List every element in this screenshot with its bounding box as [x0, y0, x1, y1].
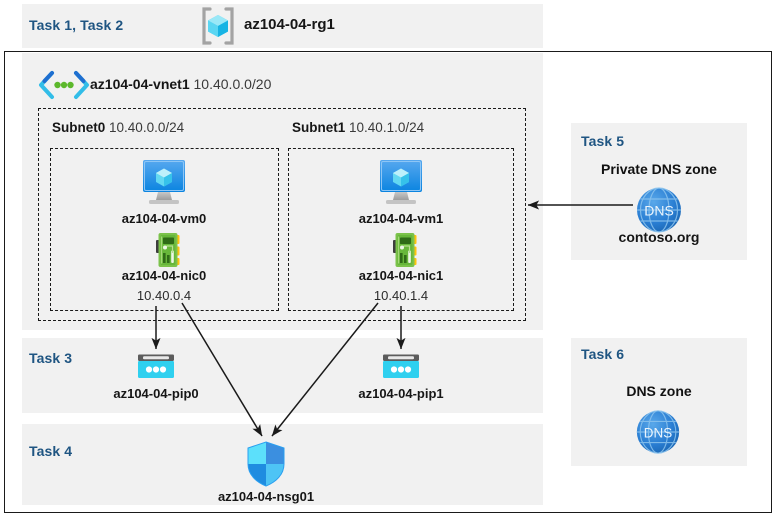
dns-zone-icon: DNS	[633, 407, 683, 457]
subnet1-title: Subnet1 10.40.1.0/24	[292, 120, 424, 135]
pip1-label: az104-04-pip1	[358, 386, 444, 401]
subnet1-name: Subnet1	[292, 120, 346, 135]
dns-zone-heading: DNS zone	[626, 383, 692, 399]
nic1-label: az104-04-nic1	[358, 268, 444, 283]
nic0-ip: 10.40.0.4	[136, 288, 192, 303]
vm0-label: az104-04-vm0	[121, 211, 207, 226]
diagram-outer-frame	[4, 51, 772, 513]
task-label-5: Task 5	[581, 133, 625, 149]
nic0-label: az104-04-nic0	[121, 268, 207, 283]
resource-group-name: az104-04-rg1	[244, 16, 335, 33]
dns-zone-icon: DNS	[633, 184, 685, 236]
network-interface-icon	[145, 231, 183, 269]
resource-group-header-panel	[22, 4, 543, 48]
resource-group-icon	[200, 7, 236, 45]
vm1-label: az104-04-vm1	[358, 211, 444, 226]
network-interface-icon	[382, 231, 420, 269]
task-label-6: Task 6	[581, 346, 625, 362]
nic1-ip: 10.40.1.4	[373, 288, 429, 303]
private-dns-zone-name: contoso.org	[618, 229, 700, 245]
virtual-network-icon	[38, 70, 90, 100]
pip0-label: az104-04-pip0	[113, 386, 199, 401]
public-ip-panel	[22, 338, 543, 413]
nsg-label: az104-04-nsg01	[217, 489, 315, 504]
virtual-network-panel	[22, 53, 543, 330]
task-label-4: Task 4	[29, 443, 73, 459]
task-label-3: Task 3	[29, 350, 73, 366]
virtual-machine-icon	[134, 158, 194, 210]
subnet0-title: Subnet0 10.40.0.0/24	[52, 120, 184, 135]
subnet0-name: Subnet0	[52, 120, 106, 135]
vnet-address-space: 10.40.0.0/20	[193, 76, 272, 92]
virtual-machine-icon	[371, 158, 431, 210]
private-dns-zone-heading: Private DNS zone	[601, 161, 717, 177]
vnet-name: az104-04-vnet1	[90, 76, 190, 92]
task-label-1-2: Task 1, Task 2	[29, 17, 124, 33]
public-ip-address-icon	[380, 352, 422, 386]
network-security-group-icon	[246, 441, 286, 487]
subnet0-box	[50, 148, 279, 311]
subnet0-prefix: 10.40.0.0/24	[109, 120, 185, 135]
subnet1-prefix: 10.40.1.0/24	[349, 120, 425, 135]
svg-text:DNS: DNS	[644, 425, 672, 440]
public-ip-address-icon	[135, 352, 177, 386]
svg-text:DNS: DNS	[644, 203, 674, 219]
virtual-network-title: az104-04-vnet1 10.40.0.0/20	[90, 76, 271, 92]
